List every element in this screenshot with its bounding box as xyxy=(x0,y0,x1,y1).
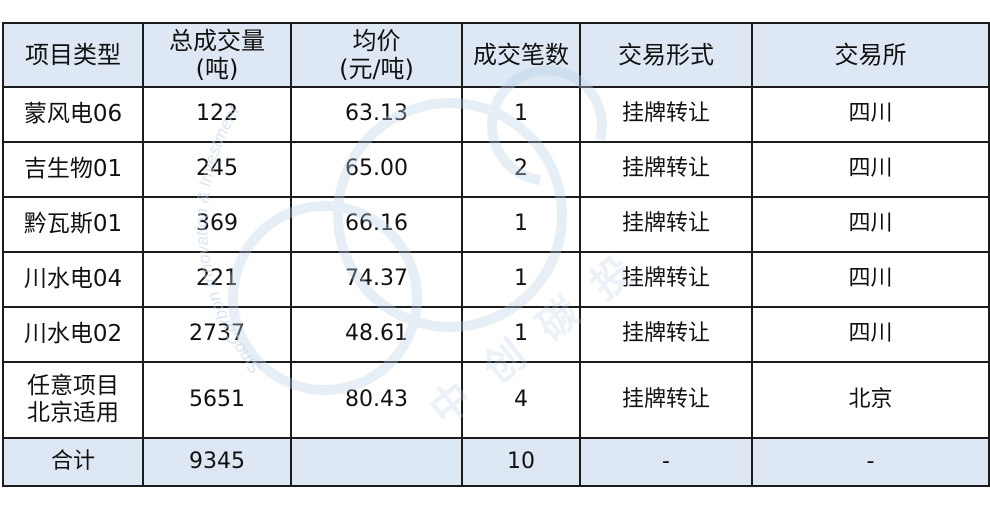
cell-project-type: 任意项目 北京适用 xyxy=(2,361,144,439)
table-row: 吉生物01 245 65.00 2 挂牌转让 四川 xyxy=(2,141,990,198)
header-row: 项目类型 总成交量 (吨) 均价 (元/吨) 成交笔数 交易形式 交易所 xyxy=(2,22,990,88)
header-average-price-unit: (元/吨) xyxy=(339,55,414,83)
header-trade-form: 交易形式 xyxy=(579,22,753,88)
header-total-volume-unit: (吨) xyxy=(195,55,239,83)
cell-count: 1 xyxy=(461,251,581,308)
header-trade-count: 成交笔数 xyxy=(461,22,581,88)
header-average-price-label: 均价 xyxy=(352,26,401,55)
header-total-volume: 总成交量 (吨) xyxy=(142,22,292,88)
total-count: 10 xyxy=(461,437,581,487)
cell-price: 63.13 xyxy=(290,86,463,143)
cell-price: 80.43 xyxy=(290,361,463,439)
table-footer: 合计 9345 10 - - xyxy=(2,437,990,487)
cell-volume: 221 xyxy=(142,251,292,308)
table-row: 川水电02 2737 48.61 1 挂牌转让 四川 xyxy=(2,306,990,363)
cell-exchange: 四川 xyxy=(751,141,990,198)
cell-volume: 369 xyxy=(142,196,292,253)
table-row: 黔瓦斯01 369 66.16 1 挂牌转让 四川 xyxy=(2,196,990,253)
cell-count: 4 xyxy=(461,361,581,439)
cell-exchange: 四川 xyxy=(751,196,990,253)
header-exchange-label: 交易所 xyxy=(834,40,907,69)
header-project-type: 项目类型 xyxy=(2,22,144,88)
table-header: 项目类型 总成交量 (吨) 均价 (元/吨) 成交笔数 交易形式 交易所 xyxy=(2,22,990,88)
cell-project-type: 川水电04 xyxy=(2,251,144,308)
total-row: 合计 9345 10 - - xyxy=(2,437,990,487)
cell-count: 1 xyxy=(461,196,581,253)
cell-trade-form: 挂牌转让 xyxy=(579,196,753,253)
cell-exchange: 四川 xyxy=(751,251,990,308)
cell-project-type: 蒙风电06 xyxy=(2,86,144,143)
cell-exchange: 四川 xyxy=(751,86,990,143)
cell-count: 1 xyxy=(461,86,581,143)
table-row: 川水电04 221 74.37 1 挂牌转让 四川 xyxy=(2,251,990,308)
header-trade-count-label: 成交笔数 xyxy=(473,40,569,69)
cell-volume: 5651 xyxy=(142,361,292,439)
cell-count: 1 xyxy=(461,306,581,363)
header-exchange: 交易所 xyxy=(751,22,990,88)
header-average-price: 均价 (元/吨) xyxy=(290,22,463,88)
cell-volume: 2737 xyxy=(142,306,292,363)
cell-count: 2 xyxy=(461,141,581,198)
cell-volume: 245 xyxy=(142,141,292,198)
cell-price: 66.16 xyxy=(290,196,463,253)
cell-project-type-line2: 北京适用 xyxy=(27,400,119,426)
header-trade-form-label: 交易形式 xyxy=(618,40,714,69)
total-label: 合计 xyxy=(2,437,144,487)
cell-price: 48.61 xyxy=(290,306,463,363)
table-row: 蒙风电06 122 63.13 1 挂牌转让 四川 xyxy=(2,86,990,143)
cell-price: 65.00 xyxy=(290,141,463,198)
cell-project-type-line1: 任意项目 xyxy=(27,372,119,399)
cell-exchange: 北京 xyxy=(751,361,990,439)
cell-trade-form: 挂牌转让 xyxy=(579,361,753,439)
cell-trade-form: 挂牌转让 xyxy=(579,141,753,198)
cell-project-type: 黔瓦斯01 xyxy=(2,196,144,253)
cell-trade-form: 挂牌转让 xyxy=(579,86,753,143)
cell-project-type: 吉生物01 xyxy=(2,141,144,198)
cell-price: 74.37 xyxy=(290,251,463,308)
table-body: 蒙风电06 122 63.13 1 挂牌转让 四川 吉生物01 245 65.0… xyxy=(2,86,990,439)
total-trade-form: - xyxy=(579,437,753,487)
cell-trade-form: 挂牌转让 xyxy=(579,306,753,363)
cell-volume: 122 xyxy=(142,86,292,143)
cell-trade-form: 挂牌转让 xyxy=(579,251,753,308)
carbon-trade-table: 项目类型 总成交量 (吨) 均价 (元/吨) 成交笔数 交易形式 交易所 xyxy=(2,22,990,487)
total-exchange: - xyxy=(751,437,990,487)
total-price xyxy=(290,437,463,487)
table-row: 任意项目 北京适用 5651 80.43 4 挂牌转让 北京 xyxy=(2,361,990,439)
total-volume: 9345 xyxy=(142,437,292,487)
header-total-volume-label: 总成交量 xyxy=(169,26,265,55)
header-project-type-label: 项目类型 xyxy=(25,40,121,69)
cell-project-type: 川水电02 xyxy=(2,306,144,363)
cell-exchange: 四川 xyxy=(751,306,990,363)
